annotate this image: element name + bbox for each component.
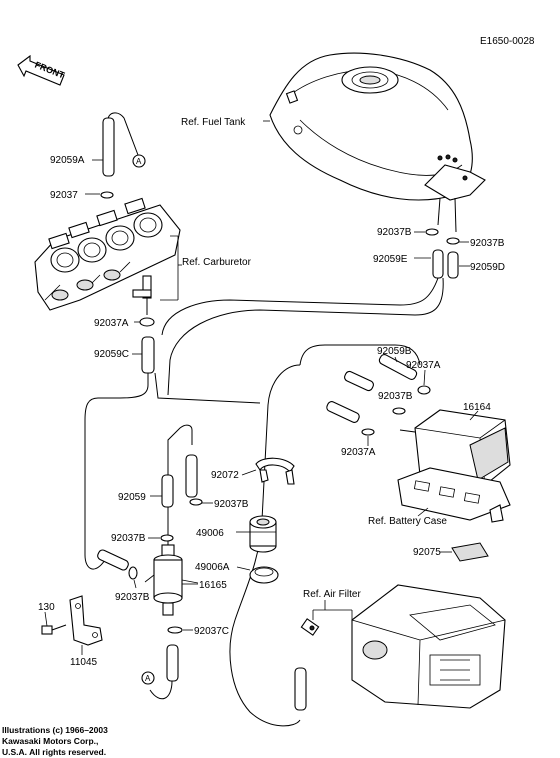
hose-route-upper	[299, 344, 421, 366]
leader-92037b-pump-bottom	[133, 579, 137, 589]
leader-16164	[469, 410, 479, 421]
hose-route-pump-upper	[167, 424, 193, 475]
damper-49006-icon	[249, 515, 277, 553]
leader-92072	[241, 469, 257, 476]
hose-route-right-long	[229, 364, 301, 727]
leader-bracket-carburetor	[160, 235, 179, 301]
label-49006: 49006	[196, 528, 224, 539]
clamp-92037a-carb-icon	[139, 317, 155, 327]
hose-pump-inlet	[97, 549, 129, 571]
hose-route-lower-a	[149, 680, 173, 700]
clamp-92037b-pump-top-icon	[189, 498, 203, 506]
label-92037: 92037	[50, 190, 78, 201]
hose-92059e	[432, 249, 444, 279]
hose-short-lower	[326, 401, 360, 423]
callout-a-bottom-label: A	[145, 674, 151, 683]
copyright-line1: Illustrations (c) 1966–2003	[2, 725, 108, 735]
clamp-92037c-icon	[167, 626, 183, 634]
tank-outlet-left	[437, 197, 441, 226]
hose-92059c	[141, 336, 155, 374]
hose-route-center	[154, 372, 261, 404]
canister-16164-illustration	[399, 409, 511, 486]
callout-a-bottom	[141, 671, 155, 685]
clamp-92037b-pump-bottom-icon	[128, 566, 138, 580]
label-ref-air-filter: Ref. Air Filter	[303, 589, 361, 600]
label-92037b-mid: 92037B	[378, 391, 413, 402]
label-16164: 16164	[463, 402, 491, 413]
leader-air-filter	[312, 600, 353, 628]
callout-a-top-label: A	[136, 157, 142, 166]
bracket-11045-illustration	[69, 595, 103, 646]
label-92037a-carb: 92037A	[94, 318, 129, 329]
fuel-tank-illustration	[269, 52, 486, 201]
copyright-line2: Kawasaki Motors Corp.,	[2, 736, 98, 746]
tank-outlet-right	[454, 197, 457, 233]
label-11045: 11045	[70, 657, 98, 668]
leader-49006a	[236, 566, 251, 571]
label-92037a-upper: 92037A	[406, 360, 441, 371]
label-92037b-pump-left: 92037B	[111, 533, 146, 544]
damper-49006a-icon	[249, 566, 279, 584]
hose-lower-pump	[166, 644, 179, 682]
label-92037b-pump-top: 92037B	[214, 499, 249, 510]
label-92072: 92072	[211, 470, 239, 481]
label-92059a: 92059A	[50, 155, 85, 166]
carb-fitting-icon	[132, 275, 152, 315]
air-filter-fitting-icon	[300, 618, 320, 636]
leader-battery-case	[417, 507, 429, 517]
clamp-92037a-upper-icon	[417, 385, 431, 395]
fuel-pump-16165-illustration	[144, 507, 199, 616]
hose-92059a	[102, 117, 115, 177]
label-130: 130	[38, 602, 55, 613]
hose-route-tank-left	[161, 277, 439, 336]
label-16165: 16165	[199, 580, 227, 591]
clamp-92037a-lower-icon	[361, 428, 375, 436]
hose-air-filter	[294, 667, 307, 711]
copyright-line3: U.S.A. All rights reserved.	[2, 747, 106, 757]
callout-a-top	[132, 154, 146, 168]
clamp-92037b-mid-icon	[392, 407, 406, 415]
carburetor-illustration	[34, 197, 181, 311]
leader-92059b	[394, 356, 398, 363]
clamp-icon	[425, 228, 460, 245]
label-92059b: 92059B	[377, 346, 412, 357]
label-92037b-left: 92037B	[377, 227, 412, 238]
label-92037b-right: 92037B	[470, 238, 505, 249]
leader-130	[44, 611, 48, 627]
band-92072-icon	[255, 457, 295, 485]
air-filter-illustration	[351, 584, 506, 709]
hose-short-upper	[344, 370, 374, 392]
label-92037a-lower: 92037A	[341, 447, 376, 458]
hose-92059d	[447, 251, 459, 279]
battery-case-illustration	[397, 467, 511, 523]
hose-92059-left	[161, 474, 174, 508]
label-ref-fuel-tank: Ref. Fuel Tank	[181, 117, 246, 128]
label-92059: 92059	[118, 492, 146, 503]
clamp-92037b-pump-left-icon	[160, 534, 174, 542]
label-ref-battery-case: Ref. Battery Case	[368, 516, 447, 527]
clamp-92037-icon	[100, 191, 114, 199]
hose-92059-right	[185, 454, 198, 498]
diagram-id: E1650-0028	[480, 36, 535, 47]
label-92037c: 92037C	[194, 626, 229, 637]
label-92059c: 92059C	[94, 349, 129, 360]
hose-92059b	[378, 354, 418, 380]
label-92075: 92075	[413, 547, 441, 558]
bolt-130-icon	[41, 624, 67, 635]
hose-route-left-loop	[84, 373, 149, 570]
label-92059d: 92059D	[470, 262, 505, 273]
label-92059e: 92059E	[373, 254, 408, 265]
front-arrow-icon: FRONT	[17, 54, 66, 86]
hose-route-tank-center	[167, 277, 444, 396]
label-92037b-pump-bottom: 92037B	[115, 592, 150, 603]
label-ref-carburetor: Ref. Carburetor	[182, 257, 252, 268]
pad-92075-icon	[451, 542, 489, 562]
label-49006a: 49006A	[195, 562, 230, 573]
leader-92037a-upper	[423, 369, 426, 386]
